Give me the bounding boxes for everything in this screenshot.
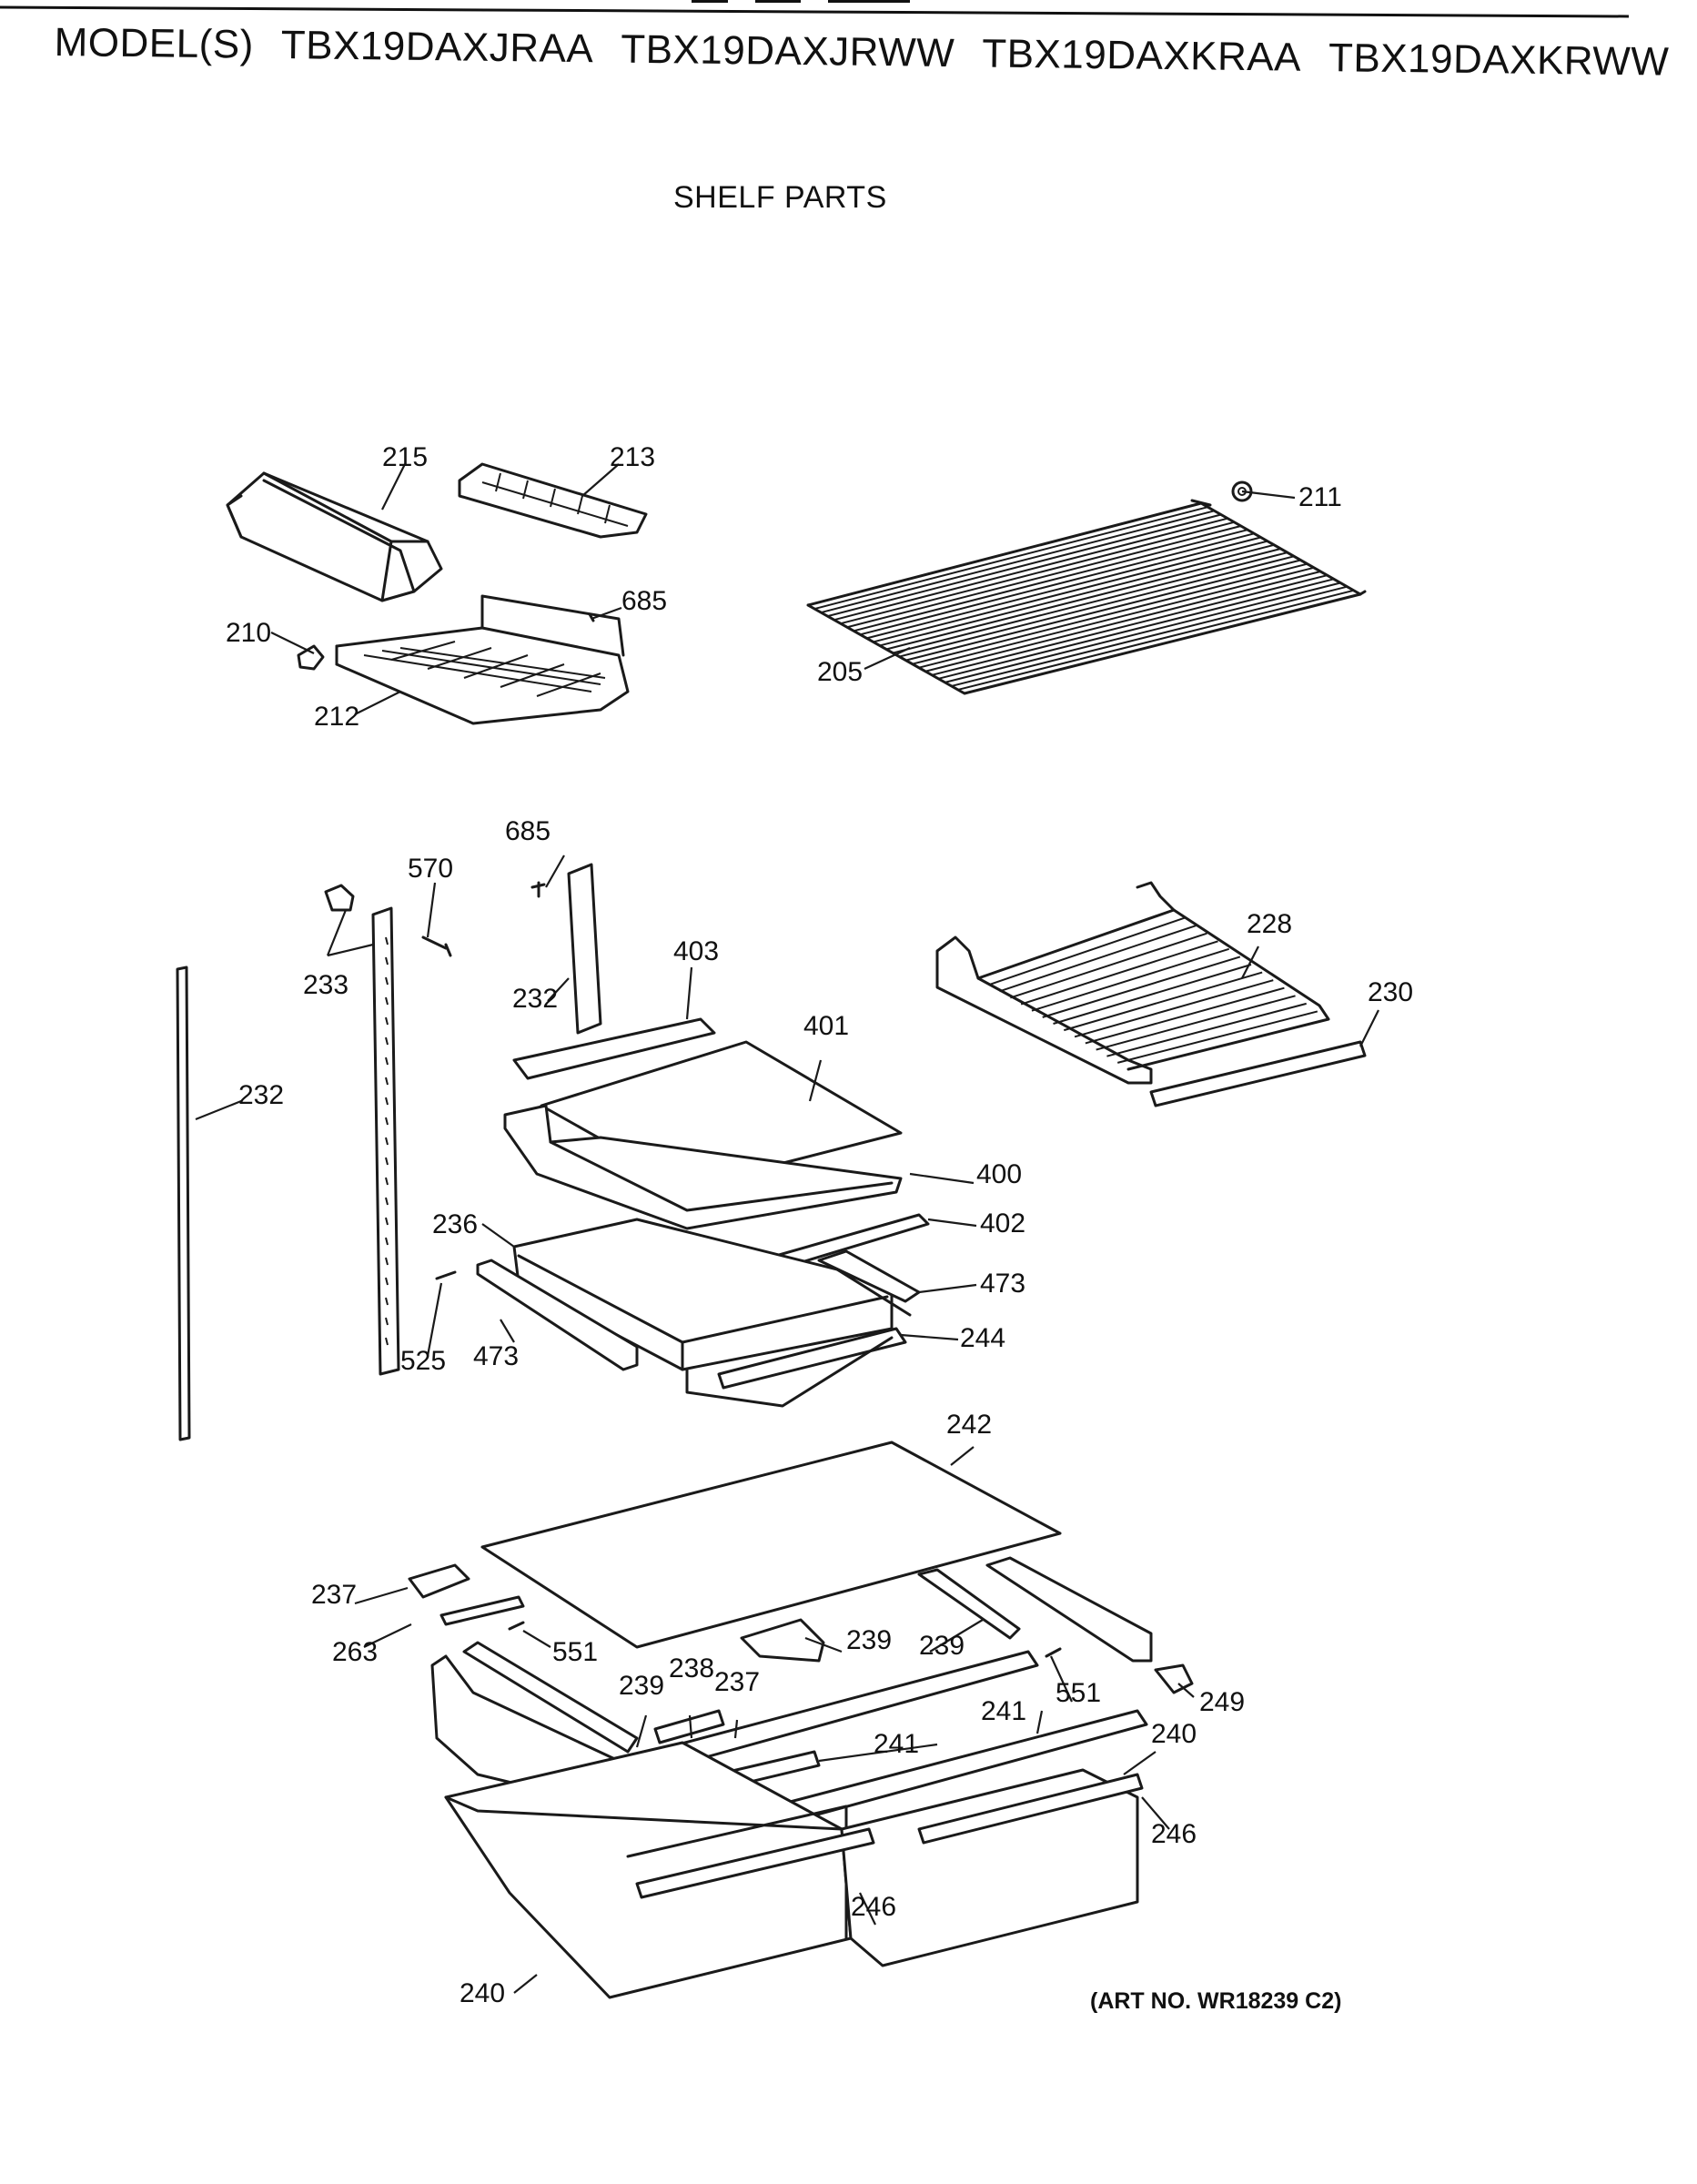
callout-473: 473	[980, 1269, 1025, 1299]
part-240-pan-left	[444, 1741, 853, 1999]
section-title: SHELF PARTS	[673, 180, 887, 215]
callout-241: 241	[874, 1729, 919, 1759]
callout-205: 205	[817, 657, 863, 687]
part-685-screw-2	[530, 881, 546, 898]
callout-228: 228	[1247, 909, 1292, 939]
part-403-trim	[512, 1017, 716, 1080]
part-205-wire-shelf	[806, 499, 1367, 695]
part-228-wire-shelf	[935, 881, 1330, 1085]
callout-213: 213	[610, 442, 655, 472]
header-rule	[0, 0, 1630, 18]
callout-239: 239	[619, 1671, 664, 1701]
callout-237: 237	[714, 1667, 760, 1697]
callout-246: 246	[1151, 1819, 1197, 1849]
callout-236: 236	[432, 1209, 478, 1239]
callout-551: 551	[1056, 1678, 1101, 1708]
part-232-long-rail-left	[176, 966, 191, 1441]
callout-263: 263	[332, 1637, 378, 1667]
callout-215: 215	[382, 442, 428, 472]
part-239-rail-right	[985, 1556, 1153, 1663]
callout-685: 685	[621, 586, 667, 616]
callout-238: 238	[669, 1653, 714, 1684]
part-400-shelf-frame	[503, 1104, 903, 1230]
part-210-knob	[297, 644, 325, 671]
part-232-short-rail	[567, 863, 602, 1035]
callout-labels: 215 213 211 685 210 212 205 685 570 233 …	[226, 442, 1413, 2008]
callout-242: 242	[946, 1410, 992, 1440]
callout-230: 230	[1368, 977, 1413, 1007]
part-551-screw-2	[1045, 1647, 1062, 1658]
part-215-door-bin	[226, 471, 443, 602]
art-number: (ART NO. WR18239 C2)	[1090, 1988, 1342, 2014]
callout-685: 685	[505, 816, 551, 846]
part-244-trim	[685, 1327, 907, 1408]
callout-240: 240	[1151, 1719, 1197, 1749]
callout-473: 473	[473, 1341, 519, 1371]
part-242-glass-panel	[480, 1441, 1062, 1649]
part-246-handles	[635, 1773, 1144, 1899]
part-570-screw	[421, 935, 452, 957]
part-249-clip	[1154, 1663, 1194, 1694]
part-685-screw	[588, 612, 595, 622]
callout-232: 232	[512, 984, 558, 1014]
callout-246: 246	[851, 1892, 896, 1922]
part-525-screw	[435, 1270, 457, 1280]
part-232-rail-middle	[371, 906, 400, 1376]
part-233-clip	[324, 884, 355, 912]
callout-402: 402	[980, 1208, 1025, 1239]
part-551-screw	[508, 1621, 525, 1631]
part-263-trim	[439, 1595, 525, 1626]
part-473-slides	[476, 1249, 921, 1371]
leader-lines	[195, 463, 1379, 1994]
callout-401: 401	[803, 1011, 849, 1041]
part-213-ice-tray	[458, 462, 648, 539]
callout-233: 233	[303, 970, 348, 1000]
part-237-bracket	[408, 1563, 470, 1599]
callout-232: 232	[238, 1080, 284, 1110]
part-239-bracket	[740, 1568, 1021, 1663]
callout-210: 210	[226, 618, 271, 648]
callout-237: 237	[311, 1580, 357, 1610]
part-230-trim	[1149, 1040, 1367, 1107]
callout-212: 212	[314, 702, 359, 732]
callout-551: 551	[552, 1637, 598, 1667]
callout-241: 241	[981, 1696, 1026, 1726]
part-240-pan-right	[840, 1768, 1139, 1967]
callout-211: 211	[1298, 482, 1342, 512]
part-238-trim	[653, 1709, 725, 1744]
callout-570: 570	[408, 854, 453, 884]
exploded-parts-diagram: 215 213 211 685 210 212 205 685 570 233 …	[176, 442, 1413, 2008]
callout-244: 244	[960, 1323, 1005, 1353]
callout-249: 249	[1199, 1687, 1245, 1717]
callout-403: 403	[673, 936, 719, 966]
callout-525: 525	[400, 1346, 446, 1376]
callout-400: 400	[976, 1159, 1022, 1189]
callout-239: 239	[846, 1625, 892, 1655]
callout-240: 240	[460, 1978, 505, 2008]
callout-239: 239	[919, 1631, 965, 1661]
part-212-freezer-shelf	[335, 594, 630, 725]
